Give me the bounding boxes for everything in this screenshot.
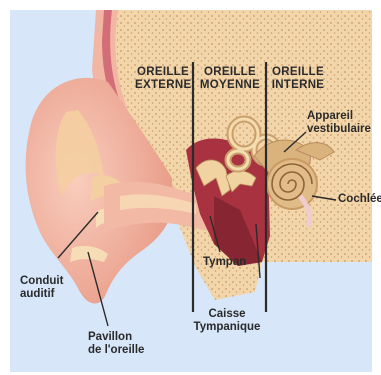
section-inner-ear: OREILLEINTERNE — [270, 66, 326, 92]
section-outer-ear: OREILLEEXTERNE — [135, 66, 191, 92]
label-cochlee: Cochlée — [338, 193, 381, 206]
cochlea — [266, 158, 318, 210]
label-caisse-tympanique: CaisseTympanique — [192, 308, 262, 334]
label-conduit-auditif: Conduitauditif — [20, 275, 63, 301]
label-appareil-vestibulaire: Appareilvestibulaire — [307, 110, 371, 136]
label-tympan: Tympan — [203, 256, 246, 269]
label-pavillon: Pavillonde l'oreille — [88, 331, 144, 357]
section-middle-ear: OREILLEMOYENNE — [197, 66, 263, 92]
